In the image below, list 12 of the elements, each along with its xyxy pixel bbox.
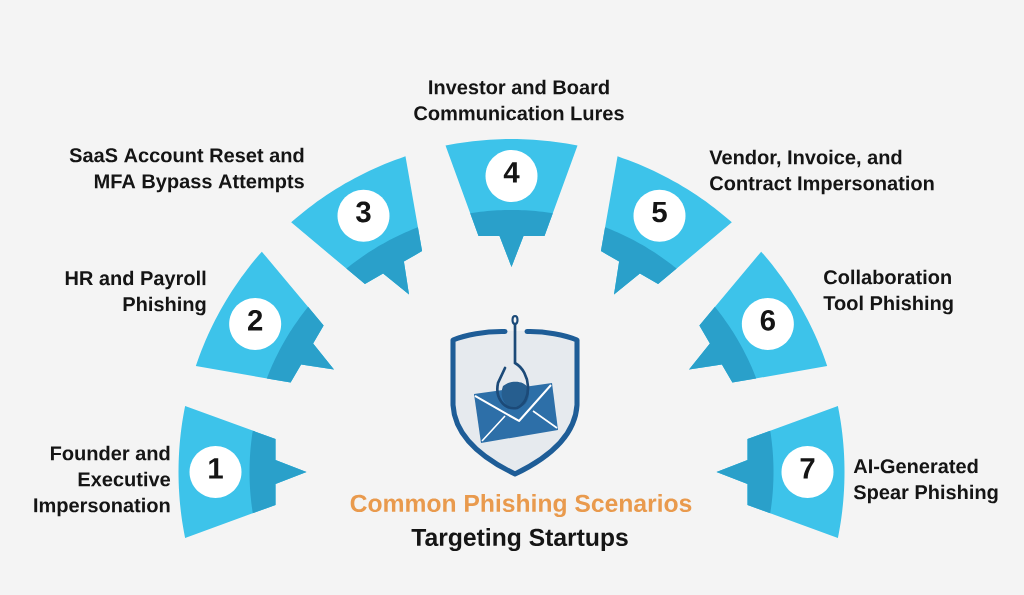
scenario-label: SaaS Account Reset and MFA Bypass Attempts — [69, 147, 304, 193]
scenario-label: Founder and Executive Impersonation — [34, 445, 171, 517]
scenario-label: Investor and Board Communication Lures — [414, 79, 624, 121]
numbered-segment: 4 — [445, 139, 578, 267]
scenario-label: HR and Payroll Phishing — [65, 270, 206, 316]
subtitle: Targeting Startups — [411, 528, 628, 552]
title: Common Phishing Scenarios — [350, 494, 692, 518]
numbered-segment: 1 — [178, 406, 307, 538]
scenario-label: Vendor, Invoice, and Contract Impersonation — [709, 149, 934, 195]
scenario-label: AI-Generated Spear Phishing — [853, 458, 998, 504]
numbered-segment: 7 — [716, 406, 845, 538]
scenario-label: Collaboration Tool Phishing — [823, 269, 953, 315]
